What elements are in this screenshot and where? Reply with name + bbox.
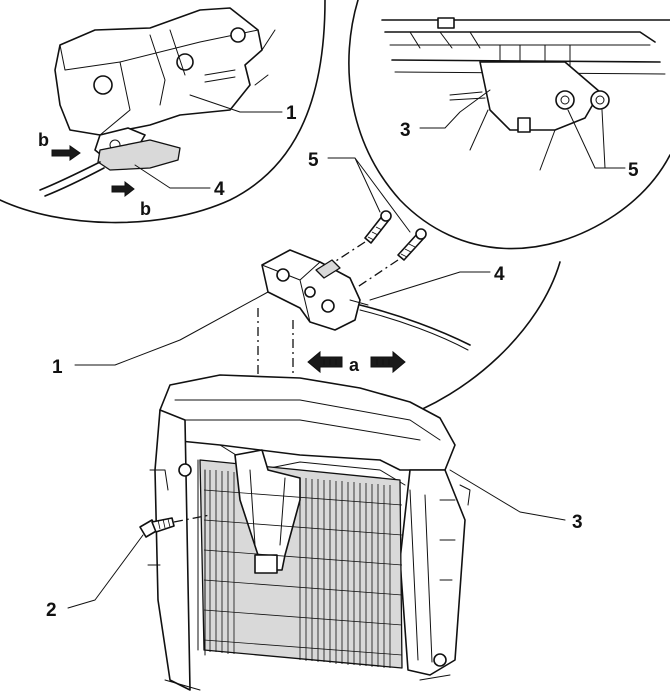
label-main-a: a bbox=[349, 355, 360, 375]
label-latch-4: 4 bbox=[214, 179, 225, 200]
frame-detail-illustration bbox=[381, 17, 670, 171]
label-latch-b-bottom: b bbox=[140, 199, 151, 219]
leader-frame-3 bbox=[419, 89, 491, 129]
leader-frame-5b bbox=[601, 109, 606, 169]
label-main-2: 2 bbox=[46, 600, 57, 621]
frame-detail-bubble bbox=[348, 0, 670, 250]
leader-main-4 bbox=[369, 271, 491, 301]
label-latch-b-top: b bbox=[38, 130, 49, 150]
hood-lock-unit bbox=[261, 249, 369, 331]
label-latch-1: 1 bbox=[286, 103, 297, 124]
leader-main-1 bbox=[74, 291, 269, 366]
adjustment-arrow bbox=[307, 350, 406, 374]
leader-latch-4 bbox=[134, 164, 211, 189]
label-frame-3: 3 bbox=[400, 120, 411, 141]
bolt-left bbox=[364, 210, 392, 244]
latch-detail-bubble bbox=[0, 0, 326, 224]
label-frame-5: 5 bbox=[628, 160, 639, 181]
release-cable-2 bbox=[359, 309, 469, 351]
screw bbox=[139, 517, 175, 538]
release-cable bbox=[359, 304, 471, 346]
label-main-4: 4 bbox=[494, 264, 505, 285]
leader-latch-1 bbox=[189, 94, 283, 113]
leader-frame-5a bbox=[567, 109, 626, 169]
label-main-3: 3 bbox=[572, 512, 583, 533]
frame-detail-tail bbox=[394, 261, 561, 421]
label-main-5: 5 bbox=[308, 150, 319, 171]
leader-main-5 bbox=[327, 157, 411, 233]
latch-detail-illustration bbox=[39, 7, 276, 198]
screw-axis bbox=[173, 514, 211, 523]
label-main-1: 1 bbox=[52, 357, 63, 378]
bolt-right bbox=[397, 228, 427, 261]
radiator-core bbox=[203, 470, 403, 668]
leader-main-3 bbox=[449, 469, 566, 521]
front-end-carrier bbox=[147, 374, 471, 691]
leader-main-2 bbox=[67, 534, 144, 609]
bolt-axis-right bbox=[349, 259, 399, 293]
